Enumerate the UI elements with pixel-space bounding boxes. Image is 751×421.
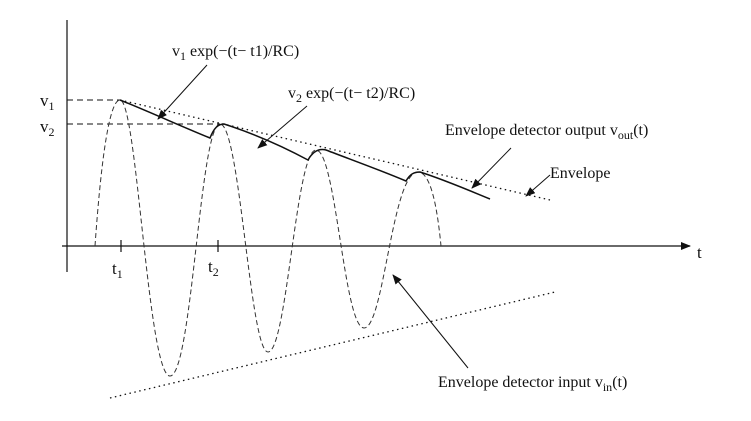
detector-output-curve [119,99,491,200]
v2-marker: v2 [40,117,55,139]
t-axis-label: t [697,243,702,262]
upper-envelope-line [119,99,551,201]
t1-marker: t1 [112,259,123,281]
decay2-leader-arrow [257,105,308,149]
v1-marker: v1 [40,91,55,113]
lower-envelope-line [109,291,556,399]
output-annotation: Envelope detector output vout(t) [445,122,648,142]
input-annotation: Envelope detector input vin(t) [438,374,627,394]
decay1-leader-arrow [157,64,208,120]
envelope-leader-arrow [525,174,551,197]
t2-marker: t2 [208,257,219,279]
input-leader-arrow [392,274,469,369]
envelope-annotation: Envelope [550,165,610,182]
decay2-annotation: v2 exp(−(t− t2)/RC) [288,85,415,105]
decay1-annotation: v1 exp(−(t− t1)/RC) [172,43,299,63]
output-leader-arrow [471,147,512,189]
